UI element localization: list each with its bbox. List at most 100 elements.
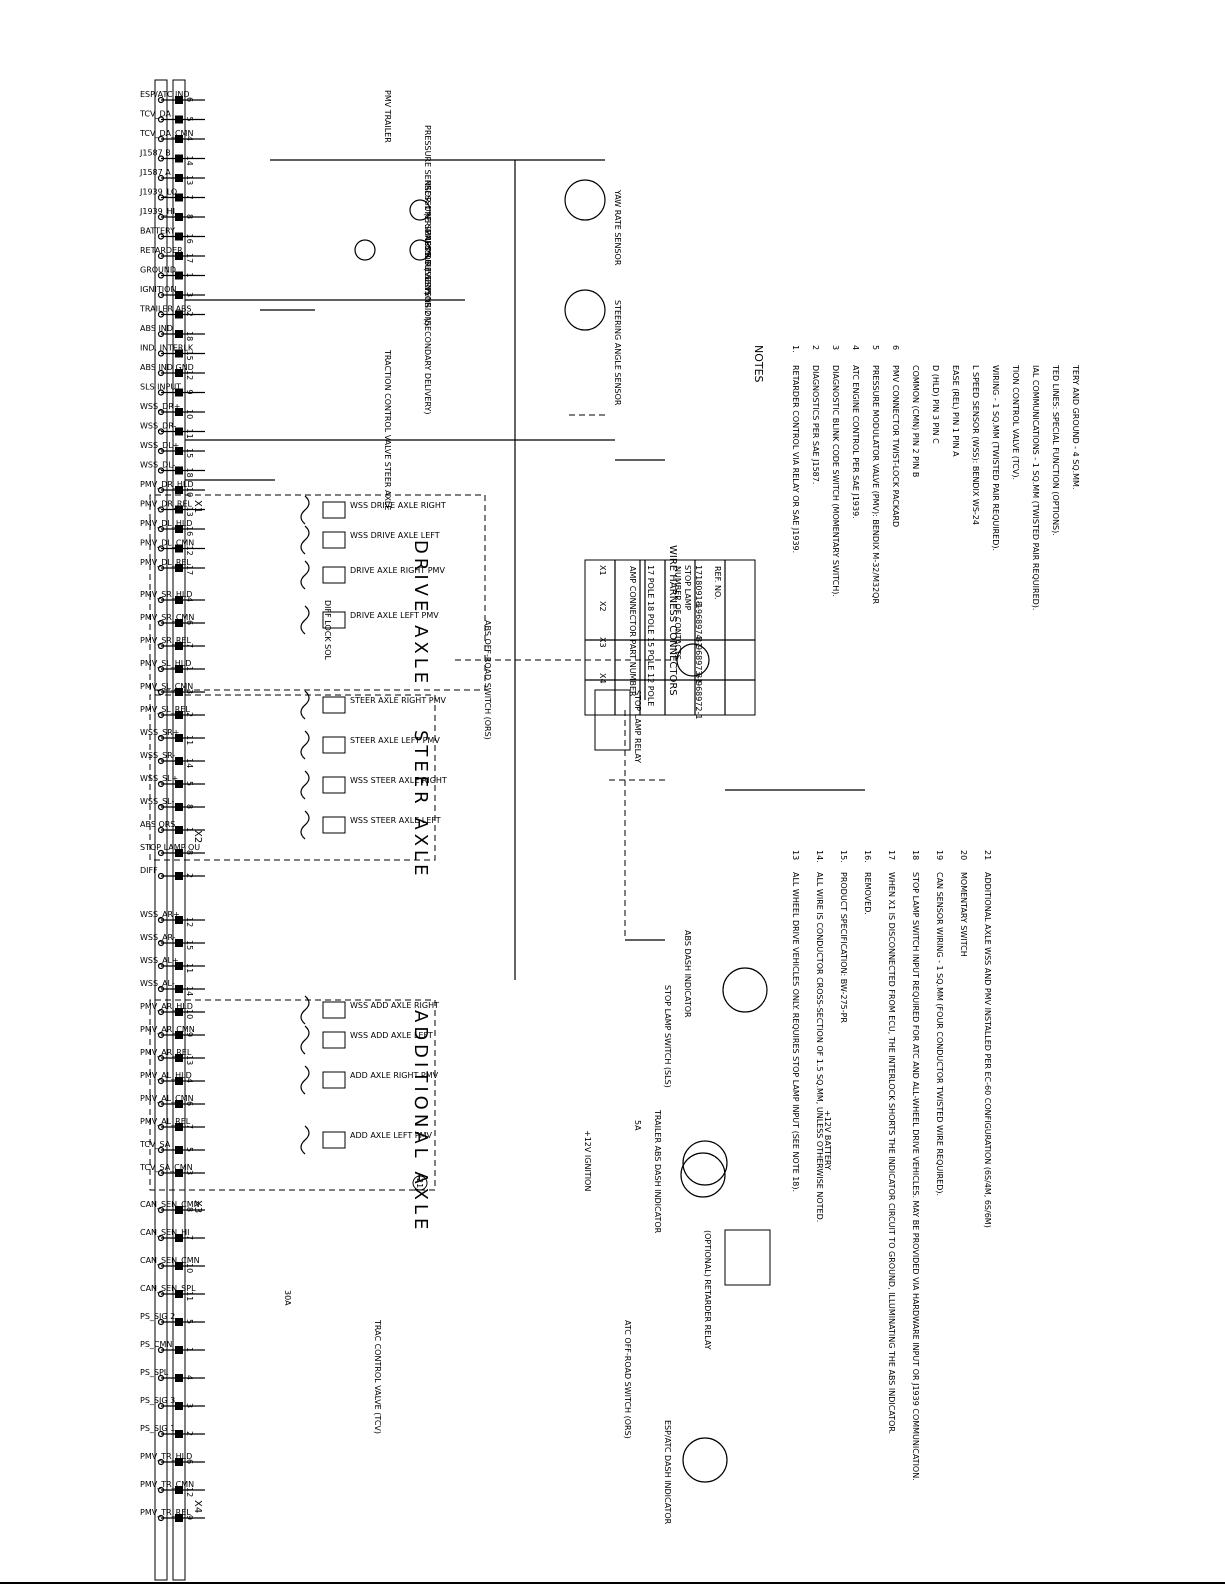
pin-label: PMV_TR_HLD (140, 1452, 192, 1461)
note-number: 19 (935, 850, 944, 860)
pin-number: 1 (185, 827, 194, 832)
note-number: 21 (983, 850, 992, 860)
axle-device-1: WSS DRIVE AXLE LEFT (300, 525, 440, 555)
note-text: PRODUCT SPECIFICATION: BW-275-PR (839, 872, 848, 1023)
pin-x2-11: STOP LAMP OU8 (140, 843, 205, 857)
pin-number: 2 (185, 712, 194, 717)
pin-label: PMV_TR_CMN (140, 1480, 194, 1489)
pin-number: 9 (185, 390, 194, 395)
note-text: D (HLD) PIN 3 PIN C (931, 365, 940, 444)
component-labels: ESP/ATC DASH INDICATOR ATC OFF-ROAD SWIT… (283, 90, 832, 1525)
indicator-lamps (680, 967, 768, 1483)
pin-label: IND. INTERLK (140, 344, 194, 353)
pin-number: 2 (185, 312, 194, 317)
pin-x1-1: TCV_DA5 (139, 110, 205, 124)
pin-label: WSS_DR- (140, 422, 176, 431)
pin-number: 17 (185, 565, 194, 575)
pin-number: 17 (185, 253, 194, 263)
pmv-trailer-label: PMV TRAILER (383, 90, 392, 143)
pin-label: PS_SIG 3 (140, 1396, 175, 1405)
pin-number: 6 (185, 97, 194, 102)
pin-label: PMV_TR_REL (140, 1508, 191, 1517)
pin-label: WSS_SL+ (140, 774, 178, 783)
pin-x4-8: PS_SIG 12 (140, 1424, 205, 1438)
pin-number: 3 (185, 1170, 194, 1175)
pin-number: 9 (185, 1515, 194, 1520)
pin-number: 13 (185, 175, 194, 185)
note-item-2: 14.ALL WIRE IS CONDUCTOR CROSS-SECTION O… (815, 850, 824, 1222)
note-21-badge: 21 (412, 1175, 428, 1191)
pin-number: 5 (185, 1319, 194, 1324)
pin-x1-19: WSS_DL-18 (140, 461, 205, 478)
pin-label: STOP LAMP OU (140, 843, 200, 852)
pin-label: WSS_SR+ (140, 728, 179, 737)
drive-axle-title: DRIVE AXLE (410, 540, 431, 687)
ps1-label: PRESSURE SENSOR 1 (PRIMARY DELIVERY) (423, 125, 432, 295)
pin-label: BATTERY (140, 227, 175, 236)
pin-label: TCV_SA_CMN (139, 1163, 193, 1172)
pin-label: WSS_SR- (140, 751, 175, 760)
note-item: COMMON (CMN) PIN 2 PIN B (911, 365, 920, 477)
pin-x2-9: WSS_SL-8 (140, 797, 205, 811)
pin-label: PMV_SL_HLD (140, 659, 191, 668)
pin-number: 4 (185, 136, 194, 141)
note-number: 14. (815, 850, 824, 863)
pin-number: 8 (185, 1207, 194, 1212)
axle-device-label: DRIVE AXLE RIGHT PMV (350, 566, 445, 575)
pin-x1-3: J1587 B14 (139, 149, 205, 166)
battery-label: +12V BATTERY (823, 1110, 832, 1170)
retarder-relay-box (724, 1229, 771, 1286)
pin-number: 18 (185, 468, 194, 478)
pin-x1-17: WSS_DR-11 (140, 422, 205, 439)
ps2-label: PRESSURE SENSOR 2 (SECONDARY DELIVERY) (423, 230, 432, 415)
pin-number: 3 (185, 1403, 194, 1408)
note-number: 20 (959, 850, 968, 860)
note-text: COMMON (CMN) PIN 2 PIN B (911, 365, 920, 477)
axle-device-label: WSS ADD AXLE LEFT (350, 1031, 433, 1040)
note-item: D (HLD) PIN 3 PIN C (931, 365, 940, 444)
note-number: 16. (863, 850, 872, 863)
note-item: IAL COMMUNICATIONS - 1 SQ.MM (TWISTED PA… (1031, 365, 1040, 610)
pin-label: CAN_SEN_CMN (140, 1200, 200, 1209)
pin-number: 5 (185, 117, 194, 122)
drive-axle-box (149, 494, 486, 691)
retarder-relay-label: (OPTIONAL) RETARDER RELAY (703, 1230, 712, 1350)
note-text: L SPEED SENSOR (WSS): BENDIX WS-24 (971, 365, 980, 525)
pin-number: 12 (185, 1487, 194, 1497)
note-item-2: 16.REMOVED. (863, 850, 872, 915)
yaw-rate-label: YAW RATE SENSOR (613, 189, 622, 266)
additional-axle-title: ADDITIONAL AXLE (410, 1010, 431, 1233)
pin-number: 10 (185, 1009, 194, 1019)
sensors (354, 179, 606, 331)
notes-title: NOTES (752, 345, 765, 383)
pin-number: 16 (185, 526, 194, 536)
pin-number: 12 (185, 546, 194, 556)
pin-number: 13 (185, 1055, 194, 1065)
note-item: TED LINES: SPECIAL FUNCTION (OPTIONS). (1051, 364, 1060, 536)
abs-dash-label: ABS DASH INDICATOR (683, 930, 692, 1018)
note-item-2: 15.PRODUCT SPECIFICATION: BW-275-PR (839, 850, 848, 1023)
steering-angle-sensor-circle (564, 289, 606, 331)
pin-number: 8 (185, 804, 194, 809)
axle-device-4: STEER AXLE RIGHT PMV (300, 690, 446, 720)
note-item: 1.RETARDER CONTROL VIA RELAY OR SAE J193… (791, 345, 800, 553)
pin-label: CAN_SEN_CMN (140, 1256, 200, 1265)
pin-number: 12 (185, 370, 194, 380)
pin-number: 14 (185, 986, 194, 996)
axle-device-label: WSS STEER AXLE RIGHT (350, 776, 447, 785)
